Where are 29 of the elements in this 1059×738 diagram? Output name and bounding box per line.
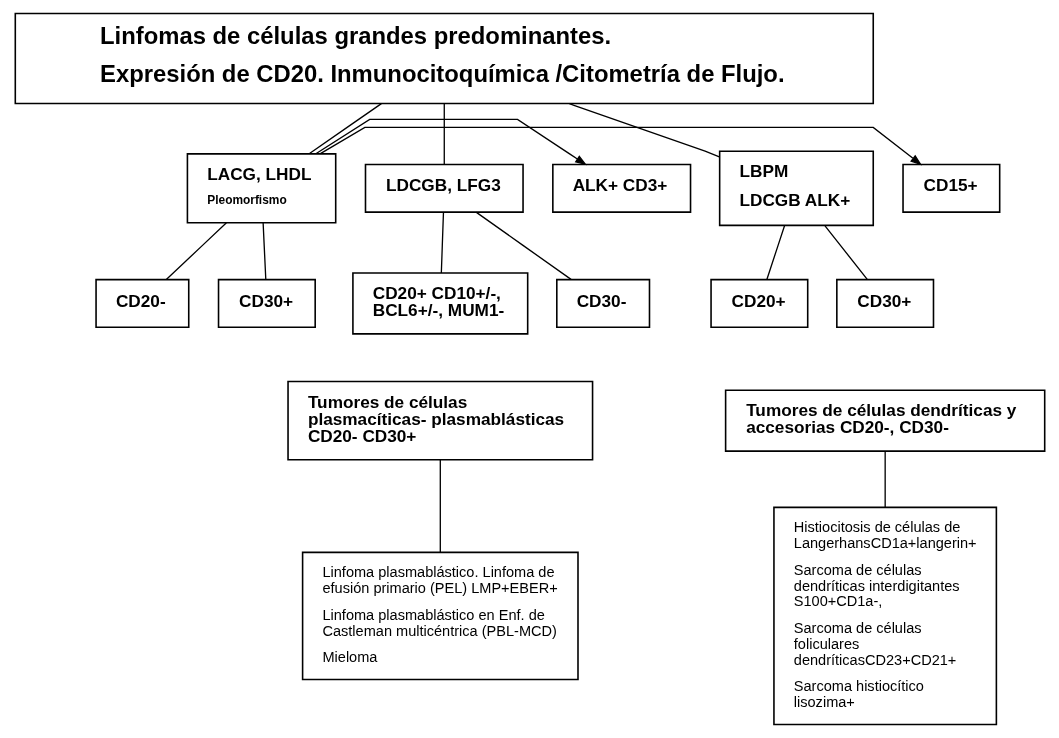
node-box: Histiocitosis de células de LangerhansCD1a+langerin+ Sarcoma de células dendríticas interdigitantes S100+CD1a-, Sarcoma de células foliculares dendríticasCD23+CD21+ Sarcoma histiocítico lisozima+	[772, 506, 997, 726]
node-box: LBPM LDCGB ALK+	[718, 150, 874, 227]
node-box: Linfomas de células grandes predominantes. Expresión de CD20. Inmunocitoquímica /Citometría de Flujo.	[14, 12, 874, 105]
node-box: CD30+	[217, 278, 316, 329]
connector	[443, 102, 445, 165]
node-box: LACG, LHDL Pleomorfismo	[186, 153, 336, 224]
node-box: Tumores de células dendríticas y accesorias CD20-, CD30-	[724, 389, 1045, 452]
node-box: CD20+	[709, 278, 808, 329]
connector	[308, 102, 382, 155]
arrow	[315, 118, 587, 166]
node-box: CD20-	[94, 278, 190, 329]
node-box: Tumores de células plasmacíticas- plasmablásticas CD20- CD30+	[286, 380, 593, 461]
node-box: ALK+ CD3+	[551, 163, 691, 213]
connector	[439, 459, 441, 553]
node-box: CD30-	[555, 278, 650, 329]
connector	[765, 225, 785, 281]
arrow	[319, 126, 922, 166]
connector	[884, 450, 886, 508]
connector	[823, 225, 868, 281]
connector	[261, 222, 266, 281]
connector	[568, 103, 720, 158]
node-box: CD20+ CD10+/-, BCL6+/-, MUM1-	[351, 272, 528, 335]
node-box: CD15+	[901, 163, 1000, 213]
connector	[475, 211, 572, 281]
node-box: Linfoma plasmablástico. Linfoma de efusión primario (PEL) LMP+EBER+ Linfoma plasmablástico en Enf. de Castleman multicéntrica (PBL-MCD) Mieloma	[301, 551, 579, 681]
node-box: LDCGB, LFG3	[364, 163, 524, 213]
node-box: CD30+	[835, 278, 934, 329]
connector	[440, 211, 444, 274]
connector	[165, 222, 227, 281]
